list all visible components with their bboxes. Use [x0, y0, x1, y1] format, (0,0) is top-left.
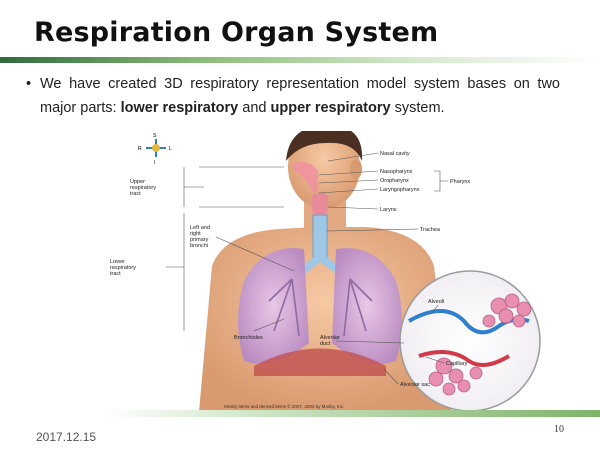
slide-date: 2017.12.15: [36, 430, 97, 444]
label-upper-1: Upper: [130, 179, 145, 185]
illustration-credit: Mosby items and derived items © 2007, 20…: [224, 403, 344, 409]
slide-title: Respiration Organ System: [34, 17, 439, 48]
respiratory-illustration: S R L I Upper respiratory tract Lower re…: [110, 131, 541, 412]
label-larynx: Larynx: [380, 207, 397, 213]
label-nasopharynx: Nasopharynx: [380, 169, 413, 175]
label-bronchioles: Bronchioles: [234, 335, 263, 341]
label-oropharynx: Oropharynx: [380, 178, 409, 184]
label-alveolar-duct-1: Alveolar: [320, 335, 340, 341]
compass-s: S: [153, 133, 157, 139]
right-lung-shape: [238, 248, 309, 364]
alveolar-vessels-red: [418, 350, 511, 367]
trachea-shape: [312, 214, 328, 258]
page-number: 10: [554, 424, 564, 435]
left-lung-shape: [332, 248, 402, 364]
head-shape: [288, 131, 360, 209]
label-capillary: Capillary: [446, 361, 468, 367]
label-lower-2: respiratory: [110, 265, 136, 271]
bullet-part1: We have created 3D respiratory represent…: [40, 76, 560, 116]
label-bronchi-3: primary: [190, 237, 209, 243]
alveoli-cluster: [428, 293, 532, 396]
bullet-part3: system.: [390, 100, 445, 116]
nasal-airway: [294, 162, 318, 192]
bullet-bold-lower: lower respiratory: [120, 100, 239, 116]
label-bronchi-1: Left and: [190, 225, 210, 231]
bullet-text: • We have created 3D respiratory represe…: [26, 72, 560, 120]
footer-accent-bar: [104, 410, 600, 417]
alveoli-magnified: [399, 270, 541, 412]
label-alveolar-duct-2: duct: [320, 341, 331, 347]
hair-shape: [286, 131, 363, 161]
label-alveolar-sac: Alveolar sac: [400, 382, 430, 388]
label-bronchi-2: right: [190, 231, 201, 237]
compass-i: I: [154, 160, 155, 166]
compass-r: R: [138, 146, 142, 152]
bullet-bold-upper: upper respiratory: [270, 100, 391, 116]
label-lower-1: Lower: [110, 259, 125, 265]
bullet-dot: •: [26, 76, 32, 92]
label-pharynx: Pharynx: [450, 179, 470, 185]
orientation-compass: S R L I: [138, 133, 172, 166]
label-bronchi-4: bronchi: [190, 243, 208, 249]
ear-shape: [350, 159, 362, 179]
label-trachea: Trachea: [420, 227, 441, 233]
label-upper-2: respiratory: [130, 185, 156, 191]
label-upper-3: tract: [130, 191, 141, 197]
label-laryngopharynx: Laryngopharynx: [380, 187, 420, 193]
diaphragm-shape: [254, 348, 386, 376]
label-alveoli: Alveoli: [428, 299, 444, 305]
compass-l: L: [169, 146, 172, 152]
label-nasal-cavity: Nasal cavity: [380, 151, 410, 157]
label-lower-3: tract: [110, 271, 121, 277]
bullet-part2: and: [238, 100, 271, 116]
larynx-shape: [312, 193, 328, 215]
title-underline: [0, 57, 600, 63]
bronchiole-branches: [268, 278, 373, 337]
